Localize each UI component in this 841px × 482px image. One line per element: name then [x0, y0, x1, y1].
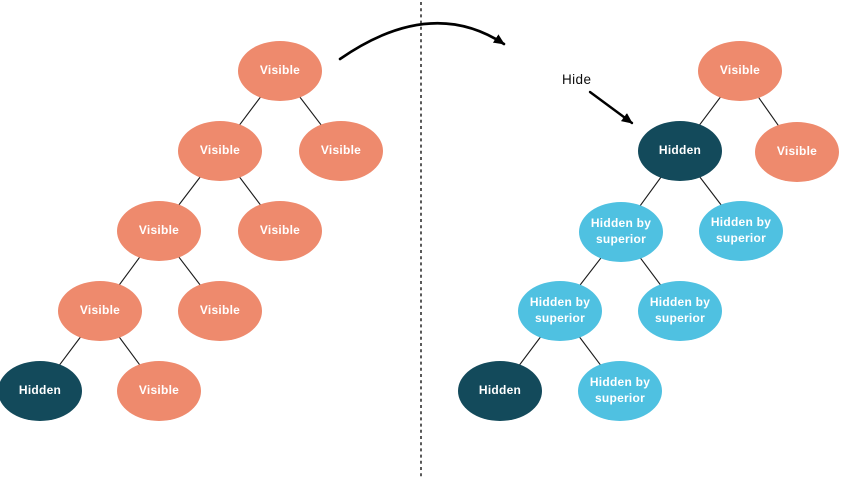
- node-label: Visible: [199, 303, 241, 318]
- tree-node-visible: Visible: [299, 121, 383, 181]
- node-label: Hidden: [478, 383, 522, 398]
- tree-node-visible: Visible: [117, 361, 201, 421]
- tree-node-visible: Visible: [58, 281, 142, 341]
- node-label: Visible: [776, 144, 818, 159]
- tree-node-visible: Visible: [698, 41, 782, 101]
- tree-node-hidden-by-superior: Hidden by superior: [578, 361, 662, 421]
- node-label: Hidden by superior: [649, 295, 711, 325]
- node-label: Hidden by superior: [710, 215, 772, 245]
- node-label: Visible: [138, 383, 180, 398]
- tree-node-visible: Visible: [755, 122, 839, 182]
- node-label: Visible: [138, 223, 180, 238]
- node-label: Hidden by superior: [590, 216, 652, 246]
- tree-node-hidden: Hidden: [0, 361, 82, 421]
- node-label: Hidden: [658, 143, 702, 158]
- hide-arrow: [588, 90, 634, 125]
- node-label: Hidden: [18, 383, 62, 398]
- node-label: Visible: [320, 143, 362, 158]
- node-label: Visible: [259, 223, 301, 238]
- tree-node-hidden-by-superior: Hidden by superior: [638, 281, 722, 341]
- node-label: Visible: [199, 143, 241, 158]
- tree-node-visible: Visible: [238, 41, 322, 101]
- tree-node-visible: Visible: [178, 281, 262, 341]
- node-label: Hidden by superior: [529, 295, 591, 325]
- tree-node-visible: Visible: [117, 201, 201, 261]
- hide-annotation-label: Hide: [562, 72, 592, 87]
- node-label: Hidden by superior: [589, 375, 651, 405]
- tree-node-hidden: Hidden: [638, 121, 722, 181]
- transform-arrow: [338, 21, 506, 61]
- tree-node-visible: Visible: [238, 201, 322, 261]
- node-label: Visible: [79, 303, 121, 318]
- tree-node-hidden-by-superior: Hidden by superior: [699, 201, 783, 261]
- tree-node-hidden: Hidden: [458, 361, 542, 421]
- node-label: Visible: [259, 63, 301, 78]
- node-label: Visible: [719, 63, 761, 78]
- tree-node-visible: Visible: [178, 121, 262, 181]
- tree-node-hidden-by-superior: Hidden by superior: [518, 281, 602, 341]
- tree-node-hidden-by-superior: Hidden by superior: [579, 202, 663, 262]
